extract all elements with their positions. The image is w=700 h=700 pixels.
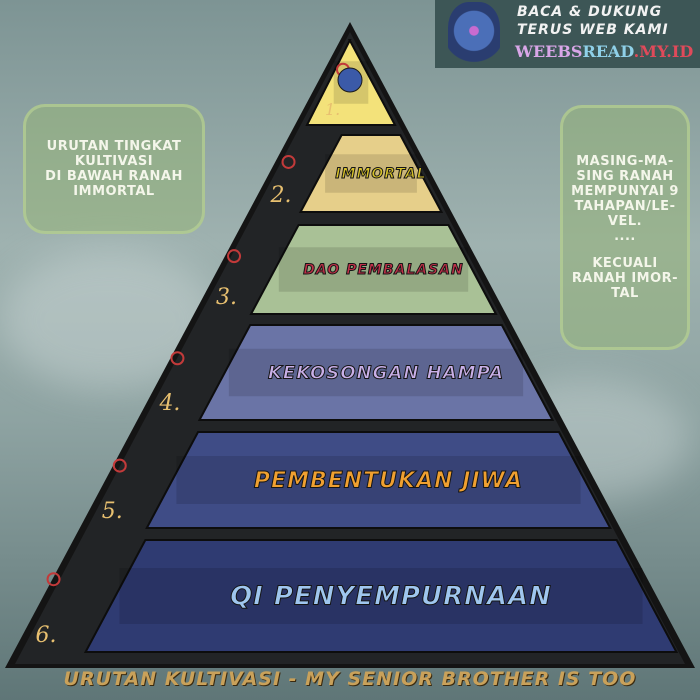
rune-icon xyxy=(46,572,61,587)
note-spacer xyxy=(563,244,687,256)
mask-emblem-icon xyxy=(337,67,363,93)
note-line: KECUALI xyxy=(592,256,658,271)
tier-5-band xyxy=(145,431,612,529)
brand-logo: WEEBSREAD.MY.ID xyxy=(515,42,693,61)
footer-caption: URUTAN KULTIVASI - MY SENIOR BROTHER IS … xyxy=(63,668,637,690)
tier-4-number: 4. xyxy=(158,391,180,416)
note-line: KULTIVASI xyxy=(74,154,154,169)
tier-2-number: 2. xyxy=(270,183,292,208)
brand-part: WEEBS xyxy=(515,42,583,61)
tier-4-label: KEKOSONGAN HAMPA xyxy=(268,363,504,384)
banner-line: BACA & DUKUNG xyxy=(517,4,663,20)
tier-2-label: IMMORTAL xyxy=(335,166,426,182)
tier-5-number: 5. xyxy=(102,499,123,524)
rune-icon xyxy=(281,154,296,169)
brand-part: READ xyxy=(582,42,634,61)
rune-icon xyxy=(170,351,185,366)
tier-3-label: DAO PEMBALASAN xyxy=(303,262,463,278)
note-line: URUTAN TINGKAT xyxy=(46,139,182,154)
note-line: TAL xyxy=(611,286,639,301)
note-line: RANAH IMOR- xyxy=(571,271,679,286)
demon-mask-logo xyxy=(448,2,500,66)
note-line: .... xyxy=(614,229,636,244)
tier-4-band xyxy=(197,324,555,421)
tier-5-label: PEMBENTUKAN JIWA xyxy=(254,468,523,493)
right-note: MASING-MA- SING RANAH MEMPUNYAI 9 TAHAPA… xyxy=(560,105,690,350)
note-line: TAHAPAN/LE- xyxy=(574,199,676,214)
banner-line: TERUS WEB KAMI xyxy=(517,22,669,38)
brand-part: .MY.ID xyxy=(633,42,694,61)
note-line: MASING-MA- xyxy=(576,154,674,169)
note-line: IMMORTAL xyxy=(73,184,155,199)
tier-1-number: 1. xyxy=(325,100,340,119)
left-note: URUTAN TINGKAT KULTIVASI DI BAWAH RANAH … xyxy=(23,104,205,234)
note-line: VEL. xyxy=(607,214,643,229)
tier-3-number: 3. xyxy=(216,285,237,310)
tier-6-band xyxy=(83,539,679,653)
rune-icon xyxy=(112,458,127,473)
note-line: MEMPUNYAI 9 xyxy=(571,184,679,199)
tier-6-label: QI PENYEMPURNAAN xyxy=(230,582,552,612)
tier-2-band xyxy=(298,134,444,213)
note-line: SING RANAH xyxy=(576,169,674,184)
note-line: DI BAWAH RANAH xyxy=(45,169,183,184)
tier-3-band xyxy=(249,224,498,315)
site-banner[interactable]: BACA & DUKUNG TERUS WEB KAMI WEEBSREAD.M… xyxy=(435,0,700,68)
tier-6-number: 6. xyxy=(36,623,57,648)
rune-icon xyxy=(227,249,242,264)
